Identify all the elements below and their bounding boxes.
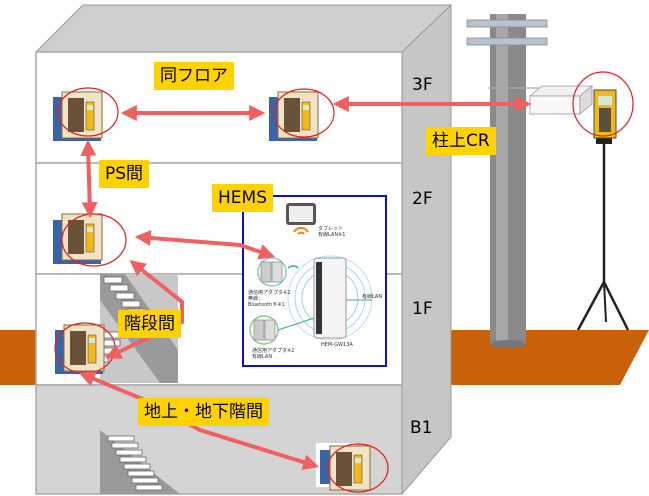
meter-device-1f	[54, 322, 116, 374]
tripod-icon	[576, 138, 630, 331]
meter-device-3f-right	[269, 88, 335, 141]
floor-label-2f: 2F	[412, 189, 433, 209]
floor-label-3f: 3F	[412, 75, 433, 95]
ground-right	[402, 330, 649, 385]
hems-tablet-icon	[286, 203, 316, 235]
meter-device-b1	[316, 443, 389, 493]
tag-underground: 地上・地下階間	[138, 398, 269, 426]
hems-adapter-lan-icon	[249, 315, 315, 345]
arrow-stairs	[105, 260, 184, 359]
pole-concentrator-icon	[488, 85, 594, 115]
tag-ps: PS間	[99, 160, 150, 188]
hems-gateway-model: HEM-GW13A	[321, 342, 353, 348]
hems-gateway-icon	[287, 255, 373, 341]
meter-device-2f	[53, 213, 127, 267]
tag-same-floor: 同フロア	[154, 62, 234, 90]
utility-pole	[466, 14, 548, 348]
handheld-meter-pole	[572, 71, 634, 139]
hems-adapter-bt-label: 通信用アダプタ※2 無線： Bluetooth®※1	[248, 290, 291, 308]
connection-arrows	[79, 96, 532, 470]
hems-wire-label: 有線LAN	[362, 294, 383, 300]
floor-label-b1: B1	[410, 418, 433, 438]
floor-label-1f: 1F	[412, 299, 433, 319]
building-roof	[34, 4, 453, 53]
meter-device-3f-left	[53, 87, 119, 141]
tag-pole-cr: 柱上CR	[426, 127, 496, 155]
hems-adapter-lan-label: 通信用アダプタ※2 有線LAN	[252, 348, 295, 360]
arrow-hems	[134, 230, 276, 260]
arrow-ps	[80, 139, 98, 219]
tag-hems: HEMS	[212, 184, 273, 212]
hems-tablet-label: タブレット 有線LAN※1	[318, 226, 346, 238]
ground-left	[0, 330, 36, 385]
tag-stairs: 階段間	[118, 310, 181, 338]
